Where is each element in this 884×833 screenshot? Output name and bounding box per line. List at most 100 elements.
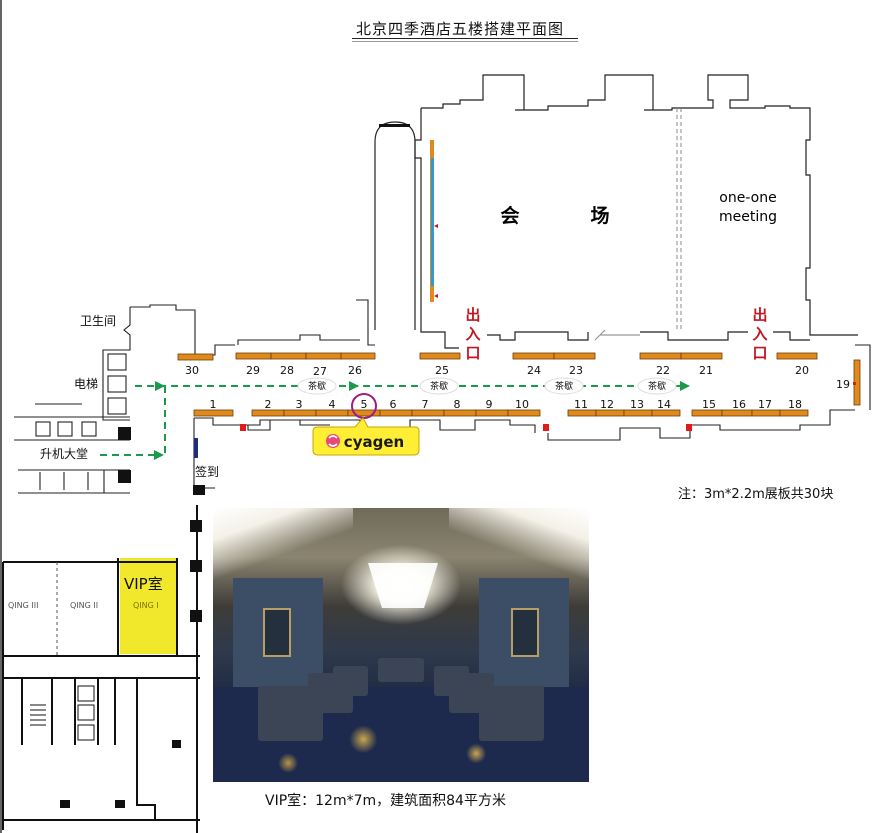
svg-text:11: 11 <box>574 398 588 411</box>
tea-break-1: 茶歇 <box>297 377 337 395</box>
tea-break-4: 茶歇 <box>637 377 677 395</box>
svg-text:出: 出 <box>465 306 480 324</box>
vip-room-label: VIP室 <box>124 575 163 593</box>
page-title: 北京四季酒店五楼搭建平面图 <box>356 20 565 38</box>
booth-26 <box>340 352 376 360</box>
checkin-desk <box>194 438 198 458</box>
svg-text:出: 出 <box>752 306 767 324</box>
booth-24 <box>512 352 555 360</box>
booth-22 <box>639 352 682 360</box>
booths-top-row <box>177 352 861 406</box>
svg-text:17: 17 <box>758 398 772 411</box>
svg-text:23: 23 <box>569 364 583 377</box>
svg-text:16: 16 <box>732 398 746 411</box>
meeting-room-label-2: meeting <box>719 209 777 225</box>
title-underline <box>352 38 578 39</box>
svg-text:4: 4 <box>329 398 336 411</box>
cyagen-callout[interactable]: cyagen <box>312 417 420 456</box>
title-underline-secondary <box>352 41 578 42</box>
fire-markers <box>240 382 856 431</box>
booth-14 <box>651 409 681 417</box>
svg-text:6: 6 <box>390 398 397 411</box>
hall-label-left: 会 <box>500 204 519 227</box>
room-qing-ii: QING II <box>70 601 98 610</box>
svg-text:18: 18 <box>788 398 802 411</box>
vip-floor-plan: QING III QING II QING I VIP室 <box>2 505 202 833</box>
booths-bottom-row <box>193 409 809 417</box>
room-divider <box>676 108 682 332</box>
svg-text:9: 9 <box>486 398 493 411</box>
room-qing-iii: QING III <box>8 601 38 610</box>
vip-caption: VIP室：12m*7m，建筑面积84平方米 <box>265 793 506 809</box>
svg-text:19: 19 <box>836 378 850 391</box>
svg-text:7: 7 <box>422 398 429 411</box>
visitor-route <box>100 385 680 456</box>
cyagen-brand: cyagen <box>344 433 404 451</box>
pillar <box>118 470 131 483</box>
pillar <box>118 427 131 440</box>
route-arrow-icon <box>155 381 165 391</box>
booth-18 <box>779 409 809 417</box>
pillar <box>193 485 205 495</box>
svg-text:5: 5 <box>361 398 368 411</box>
svg-text:口: 口 <box>752 344 767 362</box>
route-arrow-icon <box>349 381 359 391</box>
booth-23 <box>553 352 596 360</box>
svg-text:21: 21 <box>699 364 713 377</box>
booth-1 <box>193 409 234 417</box>
svg-text:茶歇: 茶歇 <box>648 380 666 392</box>
route-arrow-icon <box>154 450 164 460</box>
svg-text:20: 20 <box>795 364 809 377</box>
checkin-label: 签到 <box>195 464 219 479</box>
marker-icon <box>434 294 438 298</box>
tea-break-3: 茶歇 <box>544 377 584 395</box>
exit-left: 出 入 口 <box>465 306 480 362</box>
svg-text:24: 24 <box>527 364 541 377</box>
booth-note: 注：3m*2.2m展板共30块 <box>678 487 834 502</box>
booth-29 <box>235 352 272 360</box>
booth-numbers-top: 30 29 28 27 26 25 24 23 22 21 20 19 <box>185 364 850 391</box>
elevator-lobby-label: 升机大堂 <box>40 447 88 461</box>
svg-text:15: 15 <box>702 398 716 411</box>
svg-text:3: 3 <box>296 398 303 411</box>
tea-break-2: 茶歇 <box>419 377 459 395</box>
svg-text:入: 入 <box>465 325 480 343</box>
booth-20 <box>776 352 818 360</box>
svg-text:29: 29 <box>246 364 260 377</box>
booth-25 <box>419 352 461 360</box>
svg-text:口: 口 <box>465 344 480 362</box>
room-qing-i: QING I <box>133 601 159 610</box>
route-arrow-icon <box>680 381 690 391</box>
marker-icon <box>434 224 438 228</box>
stage-screen <box>431 158 434 286</box>
svg-text:14: 14 <box>657 398 671 411</box>
svg-text:13: 13 <box>630 398 644 411</box>
svg-text:茶歇: 茶歇 <box>308 380 326 392</box>
tower-wall <box>374 121 416 330</box>
svg-text:12: 12 <box>600 398 614 411</box>
exit-right: 出 入 口 <box>752 306 767 362</box>
svg-text:1: 1 <box>210 398 217 411</box>
svg-text:26: 26 <box>348 364 362 377</box>
svg-text:10: 10 <box>515 398 529 411</box>
booth-30 <box>177 353 214 361</box>
booth-10 <box>507 409 541 417</box>
highlight-ring <box>351 393 377 419</box>
hall-label-right: 场 <box>590 205 609 227</box>
left-wing-walls <box>14 299 375 494</box>
booth-21 <box>680 352 723 360</box>
booth-numbers-bottom: 1 2 3 4 5 6 7 8 9 10 11 12 13 14 15 16 1… <box>210 398 803 411</box>
main-hall-walls <box>414 74 858 349</box>
svg-text:茶歇: 茶歇 <box>555 380 573 392</box>
svg-text:30: 30 <box>185 364 199 377</box>
booth-27 <box>305 352 342 360</box>
svg-text:28: 28 <box>280 364 294 377</box>
booth-28 <box>270 352 307 360</box>
svg-text:入: 入 <box>752 325 767 343</box>
svg-text:22: 22 <box>656 364 670 377</box>
svg-text:茶歇: 茶歇 <box>430 380 448 392</box>
meeting-room-label-1: one-one <box>719 190 776 206</box>
svg-text:27: 27 <box>313 365 327 378</box>
vip-room-photo <box>213 508 589 782</box>
